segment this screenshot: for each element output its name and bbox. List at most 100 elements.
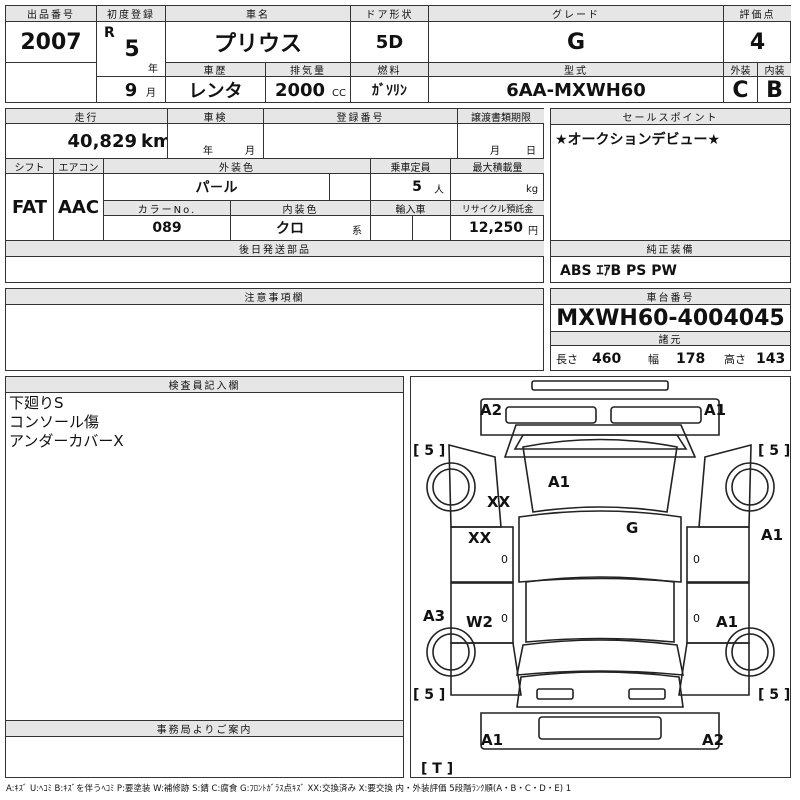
first-registration-year: 5 [124,36,140,62]
interior-grade: B [766,77,783,103]
code-left-front-door: XX [468,529,492,547]
panel-mark: 0 [501,553,508,566]
panel-mark: 0 [693,553,700,566]
code-left-quarter: A3 [423,607,445,625]
era-mark: R [104,25,115,41]
capacity: 5 [412,179,422,195]
car-name: プリウス [213,32,302,57]
interior-color: クロ [276,221,304,237]
transfer-day-unit: 日 [526,145,536,157]
inspector-note: コンソール傷 [9,413,100,431]
lot-number: 2007 [20,29,82,55]
code-front-left: A2 [480,401,502,419]
code-hood: A1 [548,473,570,491]
shift: FAT [11,196,48,218]
transfer-doc-label: 譲渡書類期限 [458,109,544,123]
displacement: 2000 [274,79,326,101]
first-registration-month: 9 [124,79,138,101]
interior-color-label: 内装色 [231,201,370,215]
capacity-unit: 人 [434,184,444,196]
interior-color-unit: 系 [352,225,362,237]
legend: A:ｷｽﾞ U:ﾍｺﾐ B:ｷｽﾞを伴うﾍｺﾐ P:要塗装 W:補修跡 S:錆 … [6,784,572,794]
import-label: 輸入車 [371,201,450,215]
interior-grade-label: 内装 [758,63,791,76]
chassis-label: 車台番号 [551,289,790,304]
specs-label: 諸元 [551,332,790,345]
history: レンタ [188,81,243,102]
inspection-label: 車検 [168,109,263,123]
caution-label: 注意事項欄 [6,289,543,304]
car-name-label: 車名 [166,6,350,21]
length: 460 [592,351,622,367]
first-registration-label: 初度登録 [97,6,165,21]
inspector-notes: 下廻りS コンソール傷 アンダーカバーX [9,394,399,451]
later-parts-label: 後日発送部品 [6,241,544,256]
equipment: ABS ｴｱB PS PW [560,263,677,279]
inspector-block [5,376,404,778]
history-label: 車歴 [166,63,265,76]
inspection-month-unit: 月 [245,145,255,157]
tire-front-right: [ 5 ] [758,443,790,459]
grade-label: グレード [429,6,723,21]
model-code: 6AA-MXWH60 [506,79,646,101]
office-label: 事務局よりご案内 [6,721,403,736]
aircon-label: エアコン [54,159,103,173]
color-number-label: カラーNo. [104,201,230,215]
damage-diagram: A2 A1 A1 XX XX G A1 A3 W2 A1 A1 A2 [ 5 ]… [410,376,791,778]
tire-front-left: [ 5 ] [413,443,445,459]
exterior-grade-label: 外装 [724,63,757,76]
code-left-rear-door: W2 [466,613,493,631]
code-rear-left: A1 [481,731,503,749]
mileage: 40,829 [67,130,137,152]
color-number: 089 [152,220,182,236]
code-front-right: A1 [704,401,726,419]
width: 178 [676,351,706,367]
tire-rear-right: [ 5 ] [758,687,790,703]
door-label: ドア形状 [351,6,428,21]
shift-label: シフト [6,159,53,173]
rating: 4 [749,29,766,55]
spare-tire: [ T ] [421,761,453,777]
equipment-label: 純正装備 [551,241,790,256]
fuel: ｶﾞｿﾘﾝ [372,83,407,99]
rating-label: 評価点 [724,6,791,21]
width-label: 幅 [648,353,659,366]
max-load-unit: kg [526,183,539,195]
capacity-label: 乗車定員 [371,159,450,173]
code-roof: G [626,519,638,537]
tire-rear-left: [ 5 ] [413,687,445,703]
transfer-month-unit: 月 [490,145,500,157]
mileage-label: 走行 [6,109,167,123]
lot-number-label: 出品番号 [6,6,96,21]
exterior-color-label: 外装色 [104,159,370,173]
panel-mark: 0 [501,612,508,625]
displacement-unit: CC [332,87,346,99]
month-unit: 月 [146,87,156,99]
height-label: 高さ [724,353,746,366]
height: 143 [756,351,786,367]
selling-point-label: セールスポイント [551,109,790,124]
recycle-unit: 円 [528,225,538,237]
code-left-fender: XX [487,493,511,511]
selling-point: ★オークションデビュー★ [555,132,721,148]
fuel-label: 燃料 [351,63,428,76]
car-diagram-svg: A2 A1 A1 XX XX G A1 A3 W2 A1 A1 A2 [ 5 ]… [413,380,790,777]
displacement-label: 排気量 [266,63,350,76]
inspector-label: 検査員記入欄 [6,377,403,392]
mileage-unit: km [141,130,167,152]
year-unit: 年 [148,63,158,75]
exterior-grade: C [732,77,749,103]
model-label: 型式 [429,63,723,76]
registration-number-label: 登録番号 [264,109,457,123]
chassis-number: MXWH60-4004045 [556,305,785,331]
max-load-label: 最大積載量 [451,159,544,173]
exterior-color: パ－ル [195,180,238,196]
code-right-front-door: A1 [761,526,783,544]
inspector-note: アンダーカバーX [9,432,124,450]
code-rear-right: A2 [702,731,724,749]
aircon: AAC [57,196,100,218]
length-label: 長さ [556,353,578,366]
grade: G [566,29,586,55]
recycle-deposit: 12,250 [468,220,523,236]
code-right-rear-door: A1 [716,613,738,631]
